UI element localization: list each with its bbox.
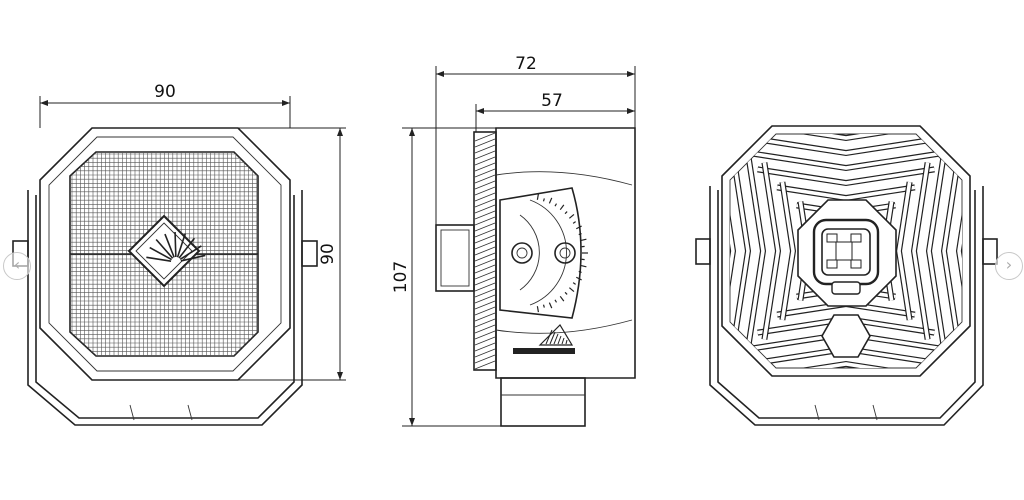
side-base <box>500 377 586 427</box>
rear-view <box>695 125 998 426</box>
side-bolt-left <box>511 242 533 264</box>
rear-housing-outer <box>721 125 971 377</box>
dim-front-width: 90 <box>154 82 176 102</box>
front-knob-right <box>301 240 318 267</box>
chevron-left-icon[interactable]: ‹ <box>3 252 31 280</box>
adjust-scale-ticks <box>536 193 588 313</box>
side-logo-icon <box>538 324 574 346</box>
dim-front-height: 90 <box>318 243 338 265</box>
side-bolt-right <box>554 242 576 264</box>
front-bracket <box>27 190 303 426</box>
rear-hex-vent <box>821 314 871 358</box>
connector-pins <box>826 233 862 269</box>
rear-knob-left <box>695 238 711 265</box>
side-mount-stub <box>435 224 475 292</box>
rear-bracket <box>709 186 984 426</box>
connector-latch <box>831 281 861 295</box>
dim-side-total-depth: 72 <box>515 54 537 74</box>
bracket-slots <box>129 404 193 421</box>
heatsink-fins <box>474 132 496 370</box>
dim-side-body-depth: 57 <box>541 91 563 111</box>
side-view <box>435 127 636 427</box>
front-view <box>12 127 318 426</box>
front-dimensions: 90 90 <box>39 82 346 381</box>
side-body <box>495 127 636 379</box>
dim-side-height: 107 <box>391 261 411 293</box>
side-dimensions: 72 57 107 <box>391 54 636 427</box>
sun-logo-icon <box>146 231 206 263</box>
chevron-right-icon[interactable]: › <box>995 252 1023 280</box>
front-housing-inner <box>48 136 282 372</box>
front-lens-grid <box>69 151 259 357</box>
front-logo-diamond <box>127 214 201 288</box>
side-adjust-plate <box>499 187 582 319</box>
rear-knob-right <box>982 238 998 265</box>
side-brand-strip <box>513 348 575 354</box>
